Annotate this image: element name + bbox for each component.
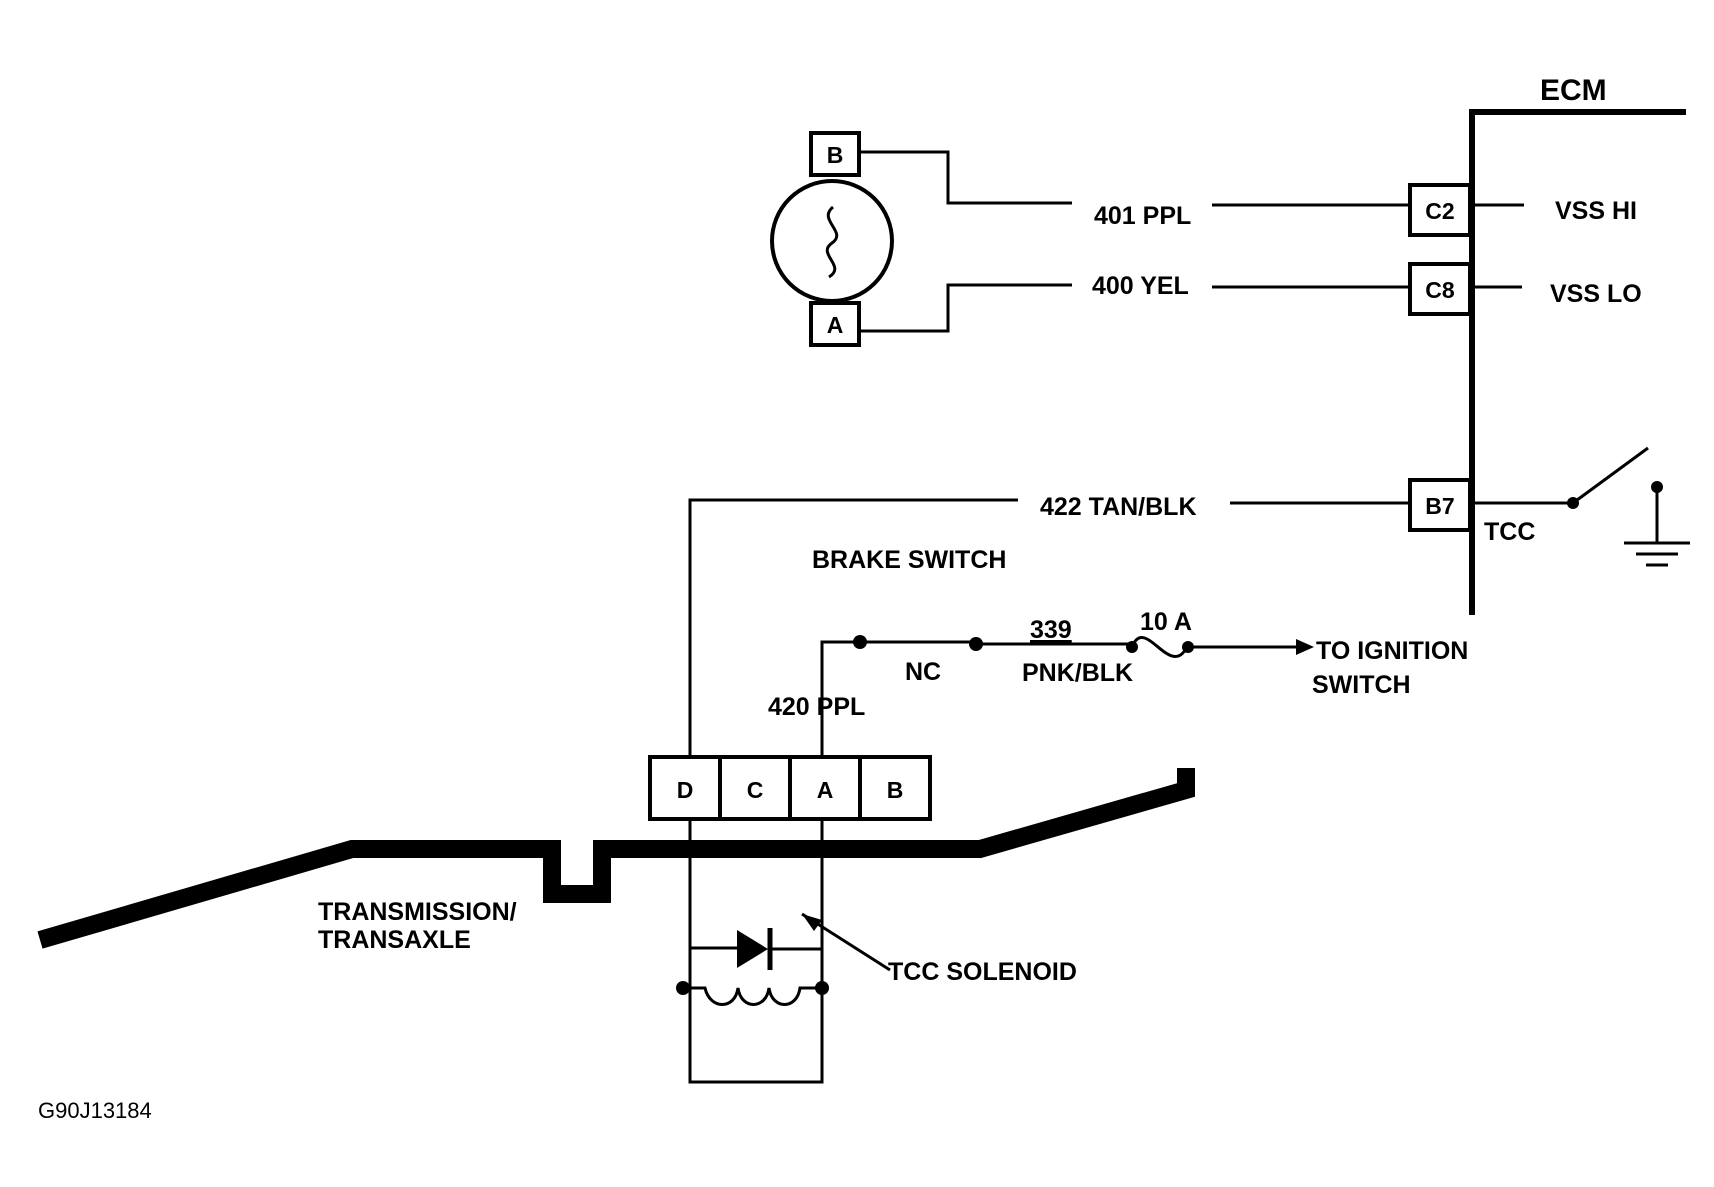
wire-422: 422 TAN/BLK [688,493,1410,760]
ecm-pin-b7: B7 TCC [1408,446,1690,567]
fuse-rating: 10 A [1140,608,1192,636]
vss-terminal-b-label: B [827,142,844,168]
ecm-pin-c8: C8 VSS LO [1408,262,1642,316]
brake-switch-circuit: NC 339 PNK/BLK 10 A TO IGNITION SWITCH [820,608,1468,760]
vehicle-speed-sensor: B A [770,131,894,347]
tcc-solenoid-label: TCC SOLENOID [888,958,1077,986]
ecm-signal-vss-lo: VSS LO [1550,280,1642,308]
ecm-pin-b7-label: B7 [1425,493,1454,519]
brake-switch-state: NC [905,658,941,686]
ecm-title: ECM [1540,74,1607,107]
ground-icon [1624,541,1690,567]
connector-pin-a: A [817,777,834,803]
diode-icon [737,928,773,970]
fuse-icon [1130,636,1189,658]
connector-pin-c: C [747,777,764,803]
ignition-arrow-icon [1296,639,1314,655]
wire-339-color: PNK/BLK [1022,659,1133,687]
wire-420-label: 420 PPL [768,693,865,721]
connector-pin-b: B [887,777,904,803]
vss-terminal-b-box [809,131,861,177]
ignition-label-line1: TO IGNITION [1316,637,1468,665]
wire-400: 400 YEL [859,272,1410,333]
vss-sensor-icon [770,179,894,303]
ecm-signal-tcc: TCC [1484,518,1535,546]
wire-401-label: 401 PPL [1094,202,1191,230]
brake-switch-label: BRAKE SWITCH [812,546,1006,574]
wire-339-number: 339 [1030,616,1072,644]
transmission-label-line1: TRANSMISSION/ [318,898,517,926]
tcc-solenoid: TCC SOLENOID [676,912,1077,1006]
tcc-switch-blade [1572,446,1649,505]
ecm-pin-c8-label: C8 [1425,277,1455,303]
figure-code: G90J13184 [38,1098,152,1123]
wire-400-label: 400 YEL [1092,272,1189,300]
wire-422-label: 422 TAN/BLK [1040,493,1197,521]
vss-terminal-a-box [809,301,861,347]
vss-terminal-a-label: A [827,312,844,338]
ecm-pin-c2: C2 VSS HI [1408,183,1637,237]
sine-wave-icon [825,205,839,279]
transmission-case-outline [37,768,1195,949]
coil-icon [683,986,822,1006]
wire-401: 401 PPL [859,150,1410,230]
ecm-signal-vss-hi: VSS HI [1555,197,1637,225]
ecm-pin-c2-label: C2 [1425,198,1454,224]
connector: D C A B [648,755,932,821]
transmission-label-line2: TRANSAXLE [318,926,471,954]
connector-pin-d: D [677,777,694,803]
ignition-label-line2: SWITCH [1312,671,1411,699]
ecm-module: ECM [1469,74,1686,615]
ecm-outline [1469,109,1686,615]
